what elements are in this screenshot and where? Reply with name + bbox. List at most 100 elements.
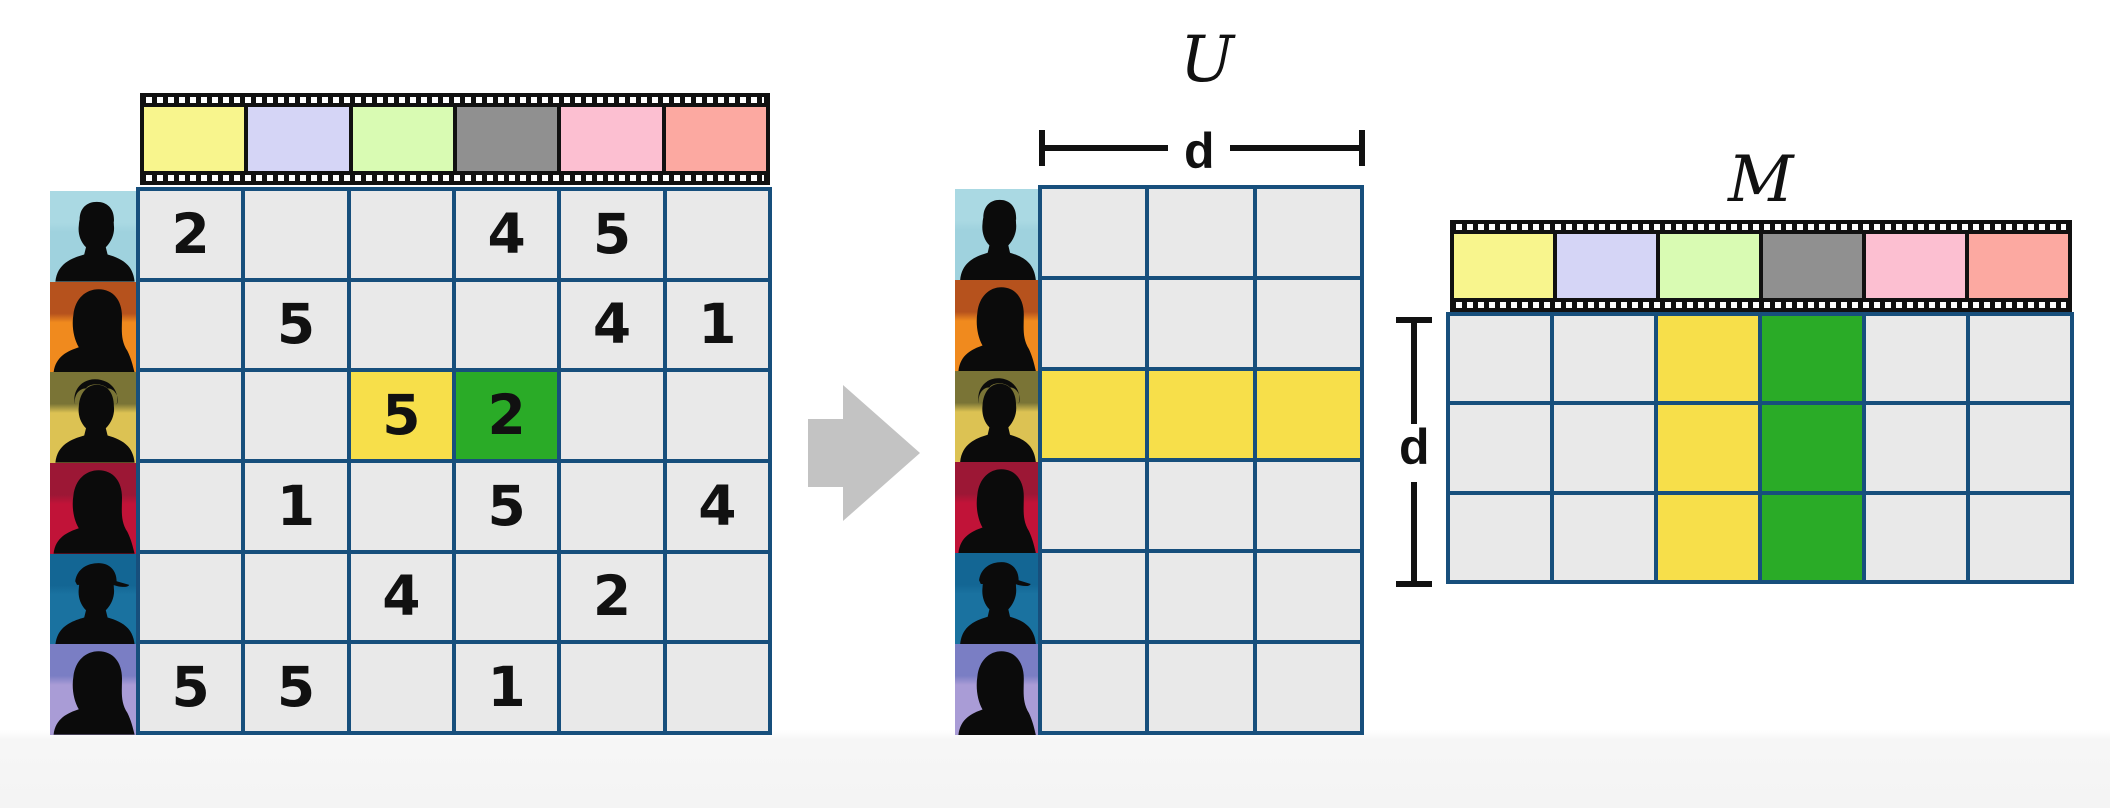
movie-swatch-5 xyxy=(561,107,662,171)
m-factor-cell xyxy=(1554,494,1654,580)
m-factor-cell xyxy=(1658,494,1758,580)
rating-cell: 4 xyxy=(350,553,452,641)
m-factor-cell xyxy=(1762,316,1862,402)
rating-cell: 5 xyxy=(245,281,347,369)
rating-cell: 2 xyxy=(561,553,663,641)
movie-swatch-5 xyxy=(1866,234,1965,298)
u-factor-cell xyxy=(1256,462,1360,549)
u-dimension-bracket xyxy=(1039,130,1365,166)
long-hair-user-icon xyxy=(53,651,135,736)
u-matrix-label: U xyxy=(1180,23,1234,97)
rating-cell: 5 xyxy=(245,644,347,731)
m-factor-grid xyxy=(1446,312,2074,584)
rating-cell xyxy=(350,191,452,278)
rating-cell xyxy=(245,191,347,278)
u-dimension-label: d xyxy=(1184,123,1215,179)
rating-cell: 5 xyxy=(561,191,663,278)
rating-cell xyxy=(456,281,558,369)
movie-swatch-4 xyxy=(1763,234,1862,298)
movie-swatch-3 xyxy=(1660,234,1759,298)
u-factor-cell xyxy=(1256,280,1360,367)
movie-swatch-1 xyxy=(144,107,245,171)
rating-cell xyxy=(561,462,663,550)
u-factor-cell xyxy=(1149,462,1253,549)
rating-cell: 2 xyxy=(140,191,242,278)
m-factor-cell xyxy=(1658,405,1758,491)
user-avatar-column xyxy=(955,189,1041,735)
u-factor-cell xyxy=(1149,644,1253,731)
rating-cell xyxy=(245,372,347,459)
m-matrix-label: M xyxy=(1728,143,1794,217)
rating-cell xyxy=(350,281,452,369)
short-hair-user-icon xyxy=(960,199,1036,280)
long-hair-user-icon xyxy=(53,288,135,373)
rating-cell: 5 xyxy=(350,372,452,459)
rating-cell xyxy=(350,462,452,550)
u-factor-cell xyxy=(1042,189,1146,276)
user-avatar-1 xyxy=(955,189,1041,280)
rating-cell xyxy=(140,553,242,641)
long-hair-user-icon xyxy=(53,470,135,554)
u-factor-cell xyxy=(1256,189,1360,276)
user-avatar-6 xyxy=(955,644,1041,735)
movie-filmstrip xyxy=(140,93,770,185)
u-factor-cell xyxy=(1042,371,1146,458)
rating-cell xyxy=(666,372,768,459)
m-dimension-bracket xyxy=(1396,317,1432,587)
user-avatar-1 xyxy=(50,191,140,282)
rating-cell xyxy=(245,553,347,641)
rating-cell: 5 xyxy=(456,462,558,550)
user-avatar-5 xyxy=(955,553,1041,644)
u-factor-cell xyxy=(1042,462,1146,549)
rating-cell: 2 xyxy=(456,372,558,459)
u-factor-cell xyxy=(1149,371,1253,458)
user-avatar-3 xyxy=(955,371,1041,462)
m-factor-cell xyxy=(1970,494,2070,580)
curly-hair-user-icon xyxy=(960,378,1036,462)
rating-cell xyxy=(561,644,663,731)
m-factor-cell xyxy=(1866,405,1966,491)
m-factor-cell xyxy=(1554,316,1654,402)
long-hair-user-icon xyxy=(958,469,1036,553)
transform-arrow-icon xyxy=(808,385,920,521)
user-avatar-4 xyxy=(955,462,1041,553)
m-factor-cell xyxy=(1554,405,1654,491)
m-factor-cell xyxy=(1970,316,2070,402)
m-factor-cell xyxy=(1762,405,1862,491)
rating-cell: 1 xyxy=(456,644,558,731)
movie-swatch-3 xyxy=(352,107,453,171)
user-avatar-column xyxy=(50,191,140,736)
u-factor-cell xyxy=(1149,189,1253,276)
rating-cell xyxy=(350,644,452,731)
user-avatar-4 xyxy=(50,463,140,554)
rating-cell: 4 xyxy=(561,281,663,369)
m-factor-cell xyxy=(1450,316,1550,402)
rating-cell xyxy=(561,372,663,459)
movie-swatch-6 xyxy=(665,107,766,171)
user-avatar-2 xyxy=(50,281,140,373)
m-factor-cell xyxy=(1866,494,1966,580)
movie-swatch-2 xyxy=(1557,234,1656,298)
rating-cell: 4 xyxy=(456,191,558,278)
u-factor-grid xyxy=(1038,185,1364,735)
movie-swatch-2 xyxy=(248,107,349,171)
rating-cell: 5 xyxy=(140,644,242,731)
movie-swatch-6 xyxy=(1969,234,2068,298)
movie-swatch-4 xyxy=(456,107,558,171)
user-avatar-5 xyxy=(50,553,140,645)
cap-user-icon xyxy=(55,562,135,645)
rating-cell: 1 xyxy=(245,462,347,550)
rating-cell: 1 xyxy=(666,281,768,369)
u-factor-cell xyxy=(1256,371,1360,458)
movie-filmstrip xyxy=(1450,220,2072,312)
u-factor-cell xyxy=(1042,280,1146,367)
user-avatar-3 xyxy=(50,372,140,464)
u-factor-cell xyxy=(1149,280,1253,367)
short-hair-user-icon xyxy=(55,201,135,282)
movie-swatch-1 xyxy=(1454,234,1553,298)
user-avatar-2 xyxy=(955,280,1041,371)
u-factor-cell xyxy=(1256,644,1360,731)
m-factor-cell xyxy=(1450,405,1550,491)
m-factor-cell xyxy=(1762,494,1862,580)
